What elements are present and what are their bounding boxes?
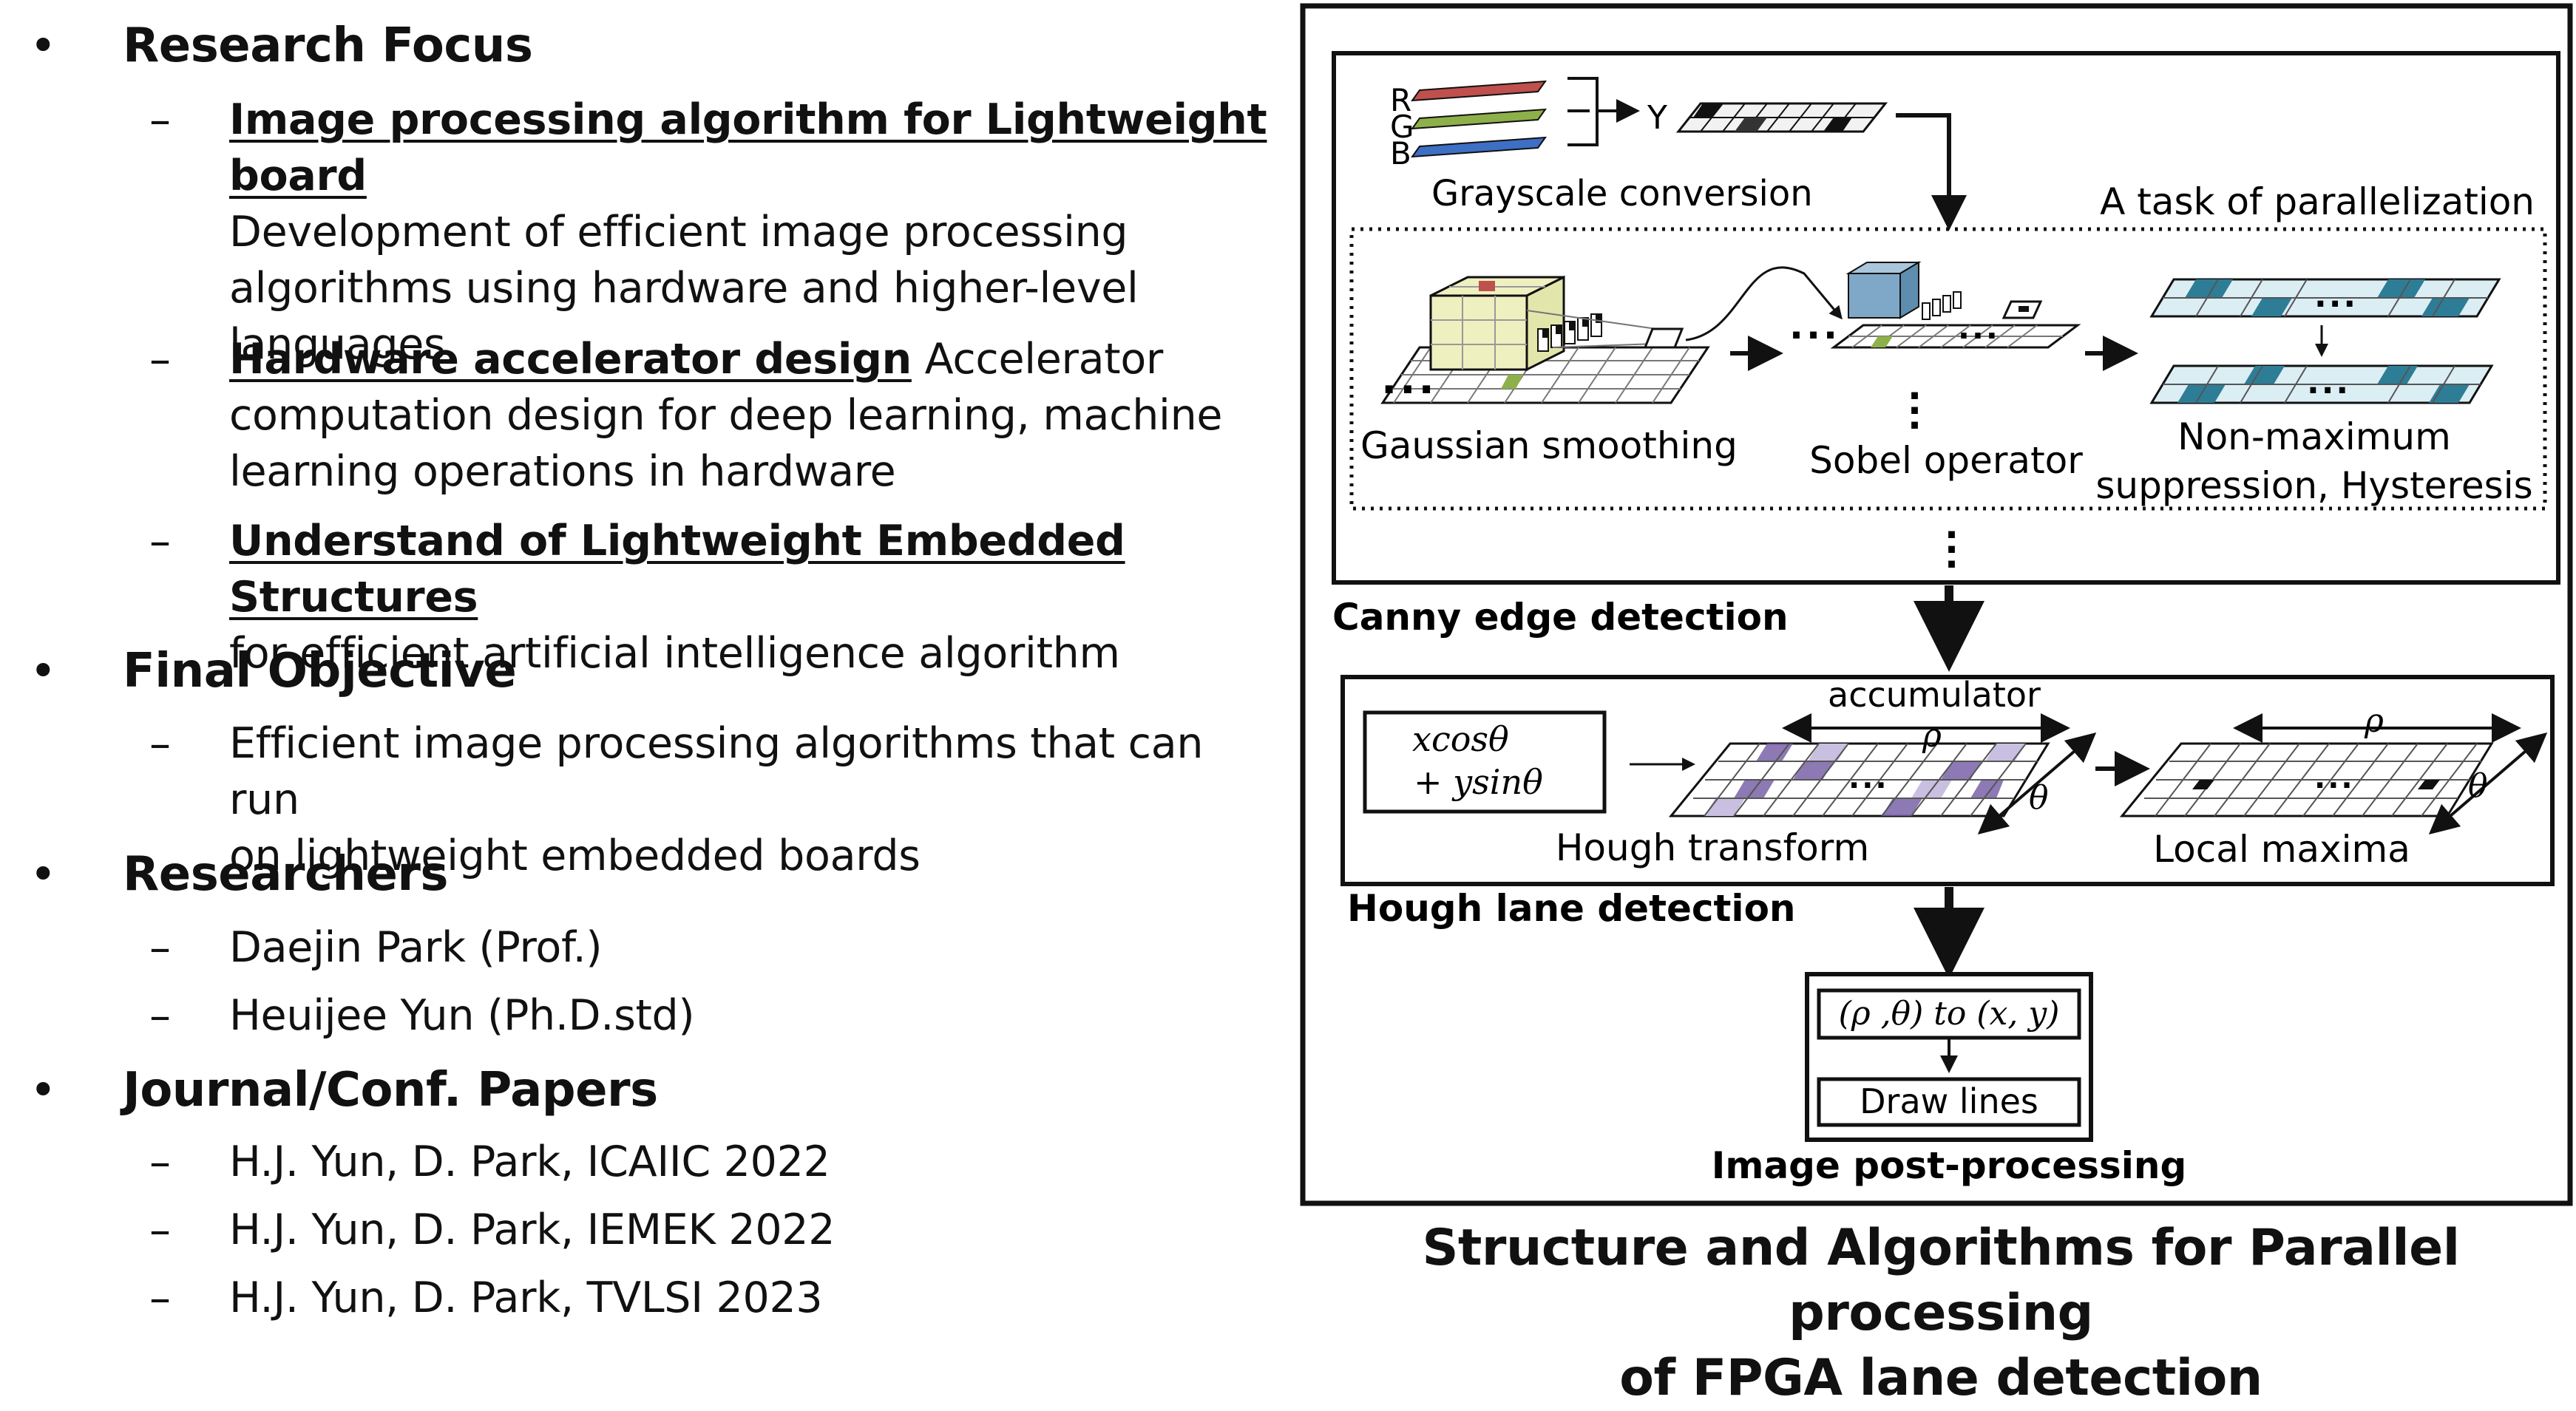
gaussian-label: Gaussian smoothing: [1360, 424, 1738, 467]
papers-heading: Journal/Conf. Papers: [123, 1063, 658, 1118]
focus-item-1-line: Development of efficient image processin…: [229, 208, 1128, 256]
dash: –: [149, 95, 171, 145]
caption-line2: of FPGA lane detection: [1619, 1349, 2263, 1407]
objective-line: Efficient image processing algorithms th…: [229, 719, 1204, 824]
svg-text:.: .: [1945, 519, 1959, 562]
nms-block: ... ... Non-maximum suppression, Hystere…: [2095, 277, 2532, 507]
hough-transform-label: Hough transform: [1556, 826, 1869, 869]
hough-box: [1340, 675, 2555, 886]
draw-lines-label: Draw lines: [1860, 1081, 2038, 1121]
svg-text:...: ...: [1958, 310, 2000, 346]
dash: –: [149, 334, 171, 384]
researcher-item: Heuijee Yun (Ph.D.std): [229, 991, 695, 1040]
final-objective-text: Efficient image processing algorithms th…: [229, 715, 1279, 884]
diagram-outer-frame: [1300, 3, 2573, 1206]
svg-text:...: ...: [1848, 761, 1889, 795]
red-plane: [1410, 80, 1548, 102]
parallel-task-label: A task of parallelization: [2100, 180, 2535, 223]
caption-line1: Structure and Algorithms for Parallel pr…: [1422, 1219, 2460, 1342]
bullet: •: [30, 18, 57, 72]
svg-text:...: ...: [2307, 364, 2350, 401]
convert-box: [1817, 988, 2081, 1040]
channel-g-label: G: [1390, 109, 1414, 145]
svg-text:.: .: [1908, 365, 1922, 408]
convert-label: (ρ ,θ) to (x, y): [1839, 995, 2060, 1033]
grayscale-label: Grayscale conversion: [1431, 173, 1813, 214]
svg-text:...: ...: [2314, 277, 2358, 315]
focus-item-2-line: computation design for deep learning, ma…: [229, 391, 1223, 440]
paper-item: H.J. Yun, D. Park, ICAIIC 2022: [229, 1138, 830, 1186]
svg-text:.: .: [1945, 534, 1959, 577]
hough-transform-grid: ... ρ θ Hough transform: [1556, 713, 2097, 869]
nms-label-line1: Non-maximum: [2177, 415, 2451, 458]
svg-text:.: .: [1945, 504, 1959, 547]
post-processing-label: Image post-processing: [1712, 1144, 2187, 1187]
canny-label: Canny edge detection: [1332, 596, 1789, 639]
dash: –: [149, 1137, 171, 1187]
rgb-planes: R G B Y Grayscale conversion: [1390, 77, 1967, 231]
green-plane: [1410, 108, 1548, 130]
final-objective-heading: Final Objective: [123, 644, 517, 698]
accumulator-label: accumulator: [1828, 675, 2041, 715]
focus-item-3-line: for efficient artificial intelligence al…: [229, 629, 1120, 678]
focus-item-1: Image processing algorithm for Lightweig…: [229, 92, 1279, 373]
paper-item: H.J. Yun, D. Park, IEMEK 2022: [229, 1206, 835, 1254]
merge-arrow: [1567, 77, 1634, 146]
channel-b-label: B: [1390, 135, 1411, 171]
sobel-label: Sobel operator: [1809, 439, 2083, 482]
focus-item-1-line: algorithms using hardware and higher-lev…: [229, 264, 1139, 313]
parallel-task-box: [1349, 227, 2547, 511]
blue-plane: [1410, 136, 1548, 158]
dash: –: [149, 516, 171, 566]
grayscale-to-parallel-arrow: [1896, 113, 1967, 231]
bullet: •: [30, 1063, 57, 1117]
dash: –: [149, 718, 171, 769]
focus-item-1-line: languages: [229, 320, 446, 369]
svg-text:.: .: [1908, 380, 1922, 423]
channel-r-label: R: [1390, 82, 1411, 118]
research-summary: • Research Focus – Image processing algo…: [0, 0, 1287, 1385]
dash: –: [149, 1205, 171, 1255]
theta-label-2: θ: [2468, 767, 2488, 805]
bullet: •: [30, 644, 57, 698]
formula-line2: + ysinθ: [1414, 762, 1543, 802]
canny-box: [1332, 51, 2560, 585]
diagram-caption: Structure and Algorithms for Parallel pr…: [1287, 1216, 2576, 1411]
svg-text:...: ...: [2314, 761, 2355, 795]
focus-item-2-tail: Accelerator: [911, 335, 1164, 384]
draw-lines-box: [1817, 1077, 2081, 1127]
sobel-operator-block: ... ... . . . Sobel operator: [1789, 261, 2083, 482]
objective-line: on lightweight embedded boards: [229, 832, 921, 880]
svg-text:...: ...: [1789, 305, 1840, 347]
researchers-heading: Researchers: [123, 847, 449, 902]
focus-item-2-title: Hardware accelerator design: [229, 335, 912, 384]
rho-label-2: ρ: [2364, 702, 2384, 740]
researcher-item: Daejin Park (Prof.): [229, 923, 603, 972]
svg-text:.: .: [1908, 395, 1922, 438]
dash: –: [149, 1273, 171, 1323]
dash: –: [149, 922, 171, 973]
dash: –: [149, 990, 171, 1041]
local-maxima-grid: ... ρ θ Local maxima: [2119, 702, 2548, 871]
focus-item-1-title: Image processing algorithm for Lightweig…: [229, 95, 1267, 200]
y-label: Y: [1647, 99, 1667, 137]
formula-line1: xcosθ: [1412, 719, 1509, 759]
bullet: •: [30, 847, 57, 901]
formula-box: [1363, 710, 1607, 814]
paper-item: H.J. Yun, D. Park, TVLSI 2023: [229, 1274, 823, 1322]
focus-item-3-title: Understand of Lightweight Embedded Struc…: [229, 517, 1125, 622]
hough-lane-label: Hough lane detection: [1347, 887, 1796, 930]
research-focus-heading: Research Focus: [123, 18, 533, 73]
focus-item-3: Understand of Lightweight Embedded Struc…: [229, 513, 1279, 681]
svg-text:...: ...: [1381, 356, 1437, 404]
local-maxima-label: Local maxima: [2153, 828, 2410, 871]
gaussian-smoothing-block: ... Gaussian smoothing: [1360, 275, 1738, 467]
theta-label: θ: [2029, 779, 2049, 817]
rho-label: ρ: [1922, 717, 1942, 755]
nms-label-line2: suppression, Hysteresis: [2095, 464, 2532, 507]
focus-item-2-line: learning operations in hardware: [229, 447, 896, 496]
focus-item-2: Hardware accelerator design Accelerator …: [229, 331, 1279, 500]
